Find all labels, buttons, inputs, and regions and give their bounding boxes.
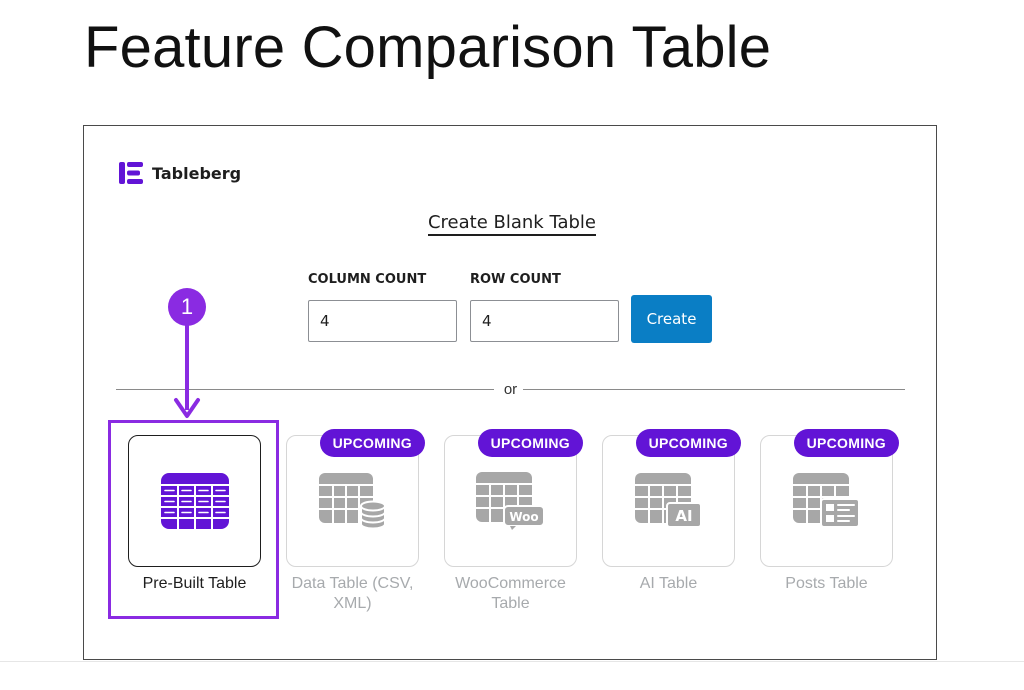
brand-name: Tableberg xyxy=(152,163,242,183)
divider-line-right xyxy=(522,389,905,390)
page-bottom-rule xyxy=(0,661,1024,662)
column-count-label: COLUMN COUNT xyxy=(308,272,427,287)
row-count-label: ROW COUNT xyxy=(470,272,561,287)
upcoming-badge: UPCOMING xyxy=(477,429,583,457)
tableberg-logo-icon xyxy=(119,162,143,184)
upcoming-badge: UPCOMING xyxy=(319,429,425,457)
posts-table-icon xyxy=(792,473,860,528)
upcoming-badge: UPCOMING xyxy=(793,429,899,457)
data-table-icon xyxy=(318,473,386,529)
option-card[interactable]: UPCOMING xyxy=(760,429,899,567)
option-label: AI Table xyxy=(639,575,698,592)
create-blank-table-link[interactable]: Create Blank Table xyxy=(427,212,596,236)
ai-table-icon: AI xyxy=(634,473,702,528)
divider-line-left xyxy=(116,389,494,390)
column-count-input[interactable] xyxy=(308,300,457,342)
step-marker: 1 xyxy=(168,288,206,326)
option-label: WooCommerce Table xyxy=(455,575,566,612)
or-label: or xyxy=(497,381,524,398)
option-ai-table[interactable]: UPCOMING AI AI Table xyxy=(602,429,741,594)
or-divider: or xyxy=(116,381,905,398)
upcoming-badge: UPCOMING xyxy=(635,429,741,457)
option-card[interactable]: UPCOMING AI xyxy=(602,429,741,567)
option-data-table[interactable]: UPCOMING Data Table (CSV, XML) xyxy=(286,429,425,614)
svg-text:AI: AI xyxy=(675,507,692,525)
option-label: Pre-Built Table xyxy=(142,575,247,592)
create-button[interactable]: Create xyxy=(631,295,712,343)
option-woocommerce-table[interactable]: UPCOMING Woo WooCommerce Table xyxy=(444,429,583,614)
svg-text:Woo: Woo xyxy=(509,510,538,524)
option-posts-table[interactable]: UPCOMING Posts Table xyxy=(760,429,899,594)
option-card[interactable] xyxy=(128,435,261,567)
down-arrow-icon xyxy=(174,322,200,418)
prebuilt-table-icon xyxy=(160,473,229,529)
option-label: Posts Table xyxy=(785,575,868,592)
page-title: Feature Comparison Table xyxy=(84,15,772,80)
option-prebuilt-table[interactable]: Pre-Built Table xyxy=(128,435,261,594)
brand: Tableberg xyxy=(118,160,241,186)
option-label: Data Table (CSV, XML) xyxy=(291,575,414,612)
create-blank-table-row: Create Blank Table xyxy=(0,212,1024,236)
option-card[interactable]: UPCOMING xyxy=(286,429,425,567)
woocommerce-table-icon: Woo xyxy=(475,472,545,530)
row-count-input[interactable] xyxy=(470,300,619,342)
option-card[interactable]: UPCOMING Woo xyxy=(444,429,583,567)
